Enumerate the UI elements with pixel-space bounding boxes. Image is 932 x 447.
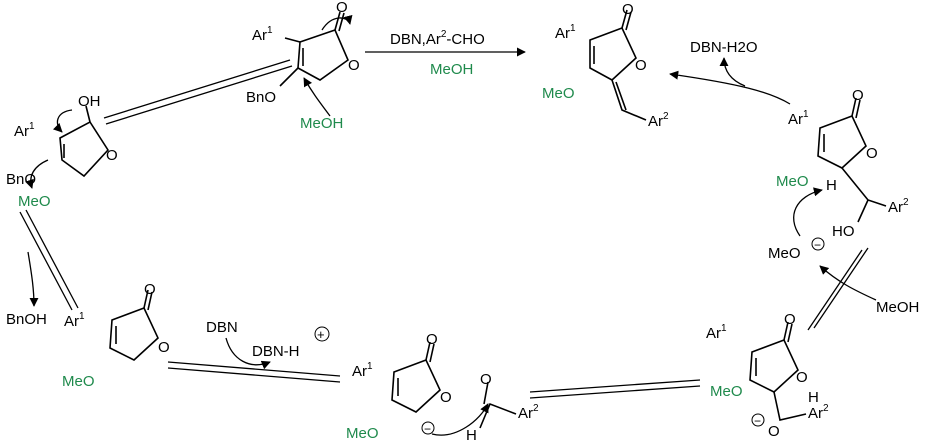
ar1-label-product: Ar1 [555, 23, 576, 42]
ar1-label-1: Ar1 [252, 25, 273, 44]
ring-o-hemiketal: O [106, 147, 118, 164]
ar1-label-enolate: Ar1 [352, 361, 373, 380]
ar1-label-lactone: Ar1 [64, 311, 85, 330]
minus-sign-1: − [814, 238, 821, 252]
h-label-adduct: H [826, 177, 837, 194]
ring-o-enolate: O [440, 389, 452, 406]
carbonyl-o-1: O [336, 0, 348, 16]
aldol-adduct: O O Ar1 MeO H Ar2 HO MeO − [768, 87, 909, 262]
ar2-label-product: Ar2 [648, 111, 669, 130]
minus-sign-2: − [754, 414, 761, 428]
dbn-label: DBN [206, 319, 238, 336]
ar2-label-alkoxide: Ar2 [808, 403, 829, 422]
ho-label-adduct: HO [832, 223, 855, 240]
plus-circle [314, 326, 330, 342]
plus-sign: + [317, 327, 325, 342]
top-left-equilibrium [103, 59, 293, 125]
elimination-arrow: DBN-H2O [669, 39, 791, 105]
ring-o-lactone: O [158, 339, 170, 356]
methoxy-lactone: O O Ar1 MeO BnOH [6, 251, 170, 390]
dbn-h2o-label: DBN-H2O [690, 39, 758, 56]
ar2-label-aldehyde: Ar2 [518, 403, 539, 422]
dbnh-label: DBN-H [252, 343, 300, 360]
minus-circle-3 [421, 421, 435, 435]
enolate-aldehyde: O O Ar1 MeO − H O Ar2 [346, 331, 539, 444]
minus-sign-3: − [424, 422, 431, 436]
ring-o-product: O [635, 57, 647, 74]
starting-lactone: O O Ar1 BnO MeOH [246, 0, 360, 132]
reagent-meoh: MeOH [430, 61, 473, 78]
h-label-alkoxide: H [808, 389, 819, 406]
minus-circle-2 [751, 413, 765, 427]
top-reaction-arrow: DBN,Ar2-CHO MeOH [365, 29, 526, 78]
reagent-dbn-ar2-cho: DBN,Ar2-CHO [390, 29, 485, 48]
oh-enol: OH [78, 93, 101, 110]
carbonyl-o-enolate: O [426, 331, 438, 348]
ring-o-adduct: O [866, 145, 878, 162]
o-aldehyde: O [480, 371, 492, 388]
meo-label-enolate: MeO [346, 425, 379, 442]
meo-label-adduct: MeO [776, 173, 809, 190]
ring-o-1: O [348, 57, 360, 74]
ar2-label-adduct: Ar2 [888, 197, 909, 216]
ar1-label-alkoxide: Ar1 [706, 323, 727, 342]
bno-label-1: BnO [246, 89, 276, 106]
ring-o-alkoxide: O [796, 369, 808, 386]
left-equilibrium [19, 209, 79, 311]
bnoh-label: BnOH [6, 311, 47, 328]
hemiketal-intermediate: OH O Ar1 BnO MeO [6, 93, 118, 210]
carbonyl-o-alkoxide: O [784, 311, 796, 328]
product-alkylidene: O O Ar1 MeO Ar2 [542, 1, 669, 130]
alkoxide-intermediate: O O Ar1 MeO H Ar2 O − [706, 311, 829, 440]
meo-label-lactone: MeO [62, 373, 95, 390]
deprotonation-equilibrium: DBN DBN-H + [167, 319, 341, 383]
carbonyl-o-product: O [622, 1, 634, 18]
meo-label-hemiketal: MeO [18, 193, 51, 210]
minus-circle-1 [811, 237, 825, 251]
meo-label-alkoxide: MeO [710, 383, 743, 400]
meoh-nucleophile: MeOH [300, 115, 343, 132]
bottom-right-equilibrium [529, 379, 701, 399]
carbonyl-o-adduct: O [852, 87, 864, 104]
carbonyl-o-lactone: O [144, 281, 156, 298]
o-alkoxide: O [768, 423, 780, 440]
h-label-aldehyde: H [466, 427, 477, 444]
ar1-label-adduct: Ar1 [788, 109, 809, 128]
meo-minus-base: MeO [768, 245, 801, 262]
meoh-label-right: MeOH [876, 299, 919, 316]
ar1-label-hemiketal: Ar1 [14, 121, 35, 140]
meo-label-product: MeO [542, 85, 575, 102]
right-equilibrium: MeOH [807, 247, 919, 331]
